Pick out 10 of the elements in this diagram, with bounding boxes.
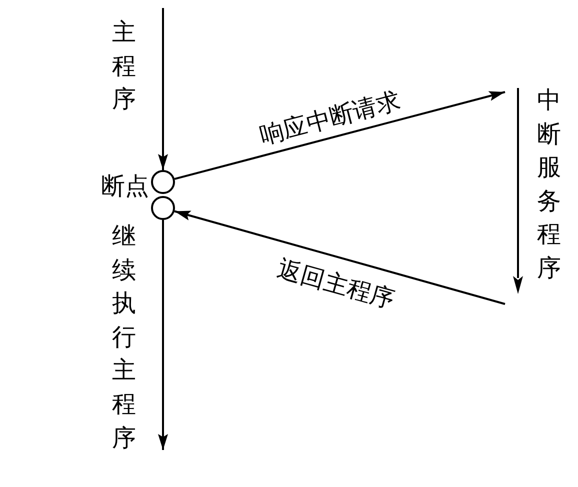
arrow — [158, 220, 168, 450]
arrow — [174, 210, 506, 305]
edge-label: 继续执行主程序 — [112, 221, 136, 454]
breakpoint-label: 断点 — [101, 174, 149, 198]
edge-label: 主程序 — [112, 17, 136, 116]
arrow — [174, 91, 506, 180]
edge-label: 返回主程序 — [274, 256, 398, 312]
vertical-text: 中断服务程序 — [537, 85, 561, 284]
arrow — [158, 8, 168, 170]
edge-label: 响应中断请求 — [257, 88, 403, 148]
